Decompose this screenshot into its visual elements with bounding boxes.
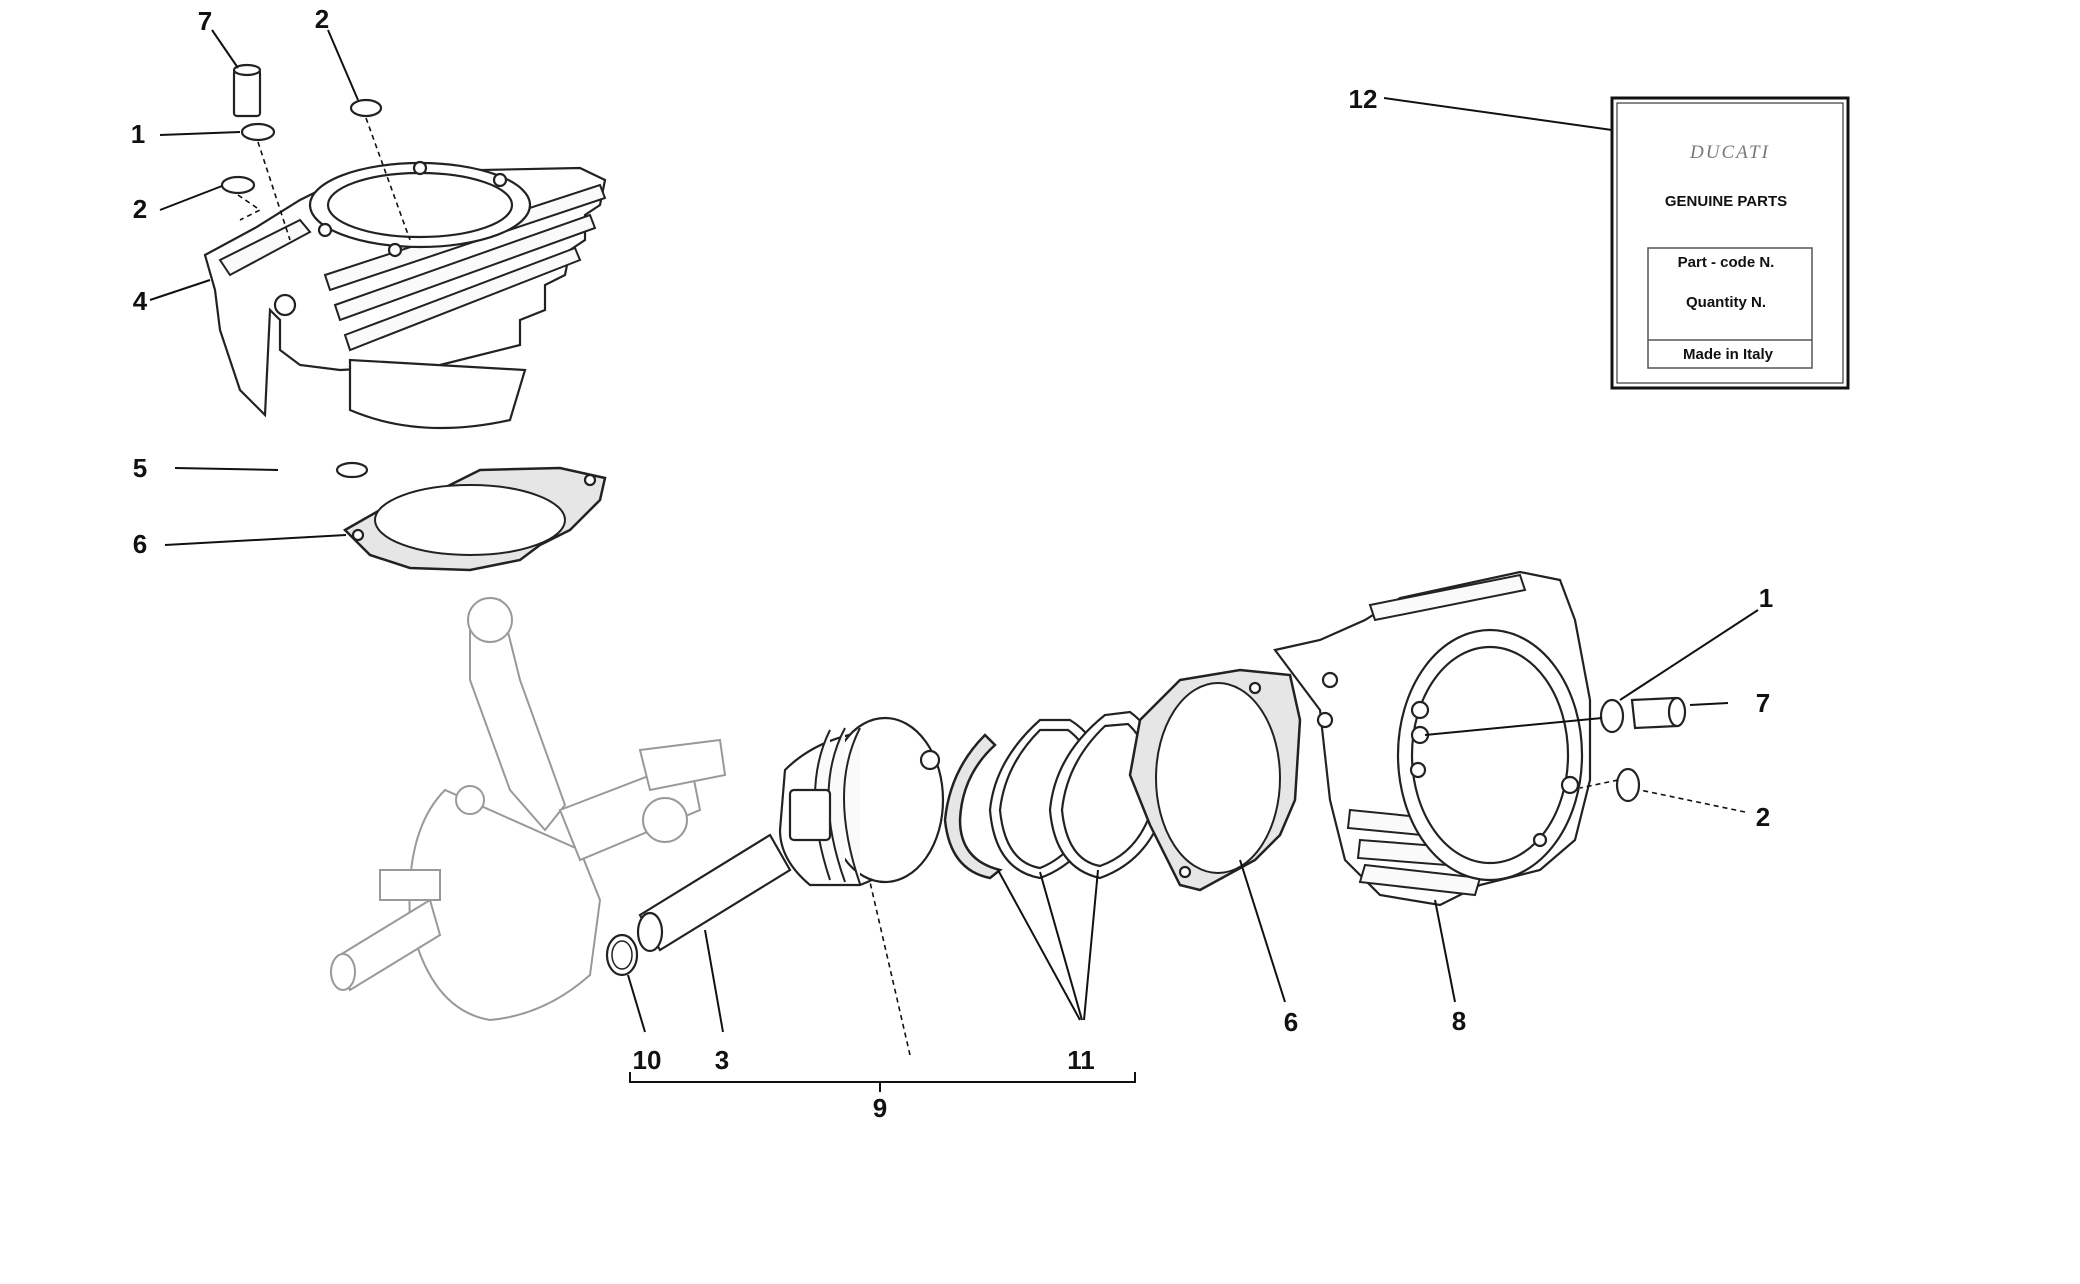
- wrist-pin: [636, 833, 792, 953]
- o-ring-top-right: [349, 98, 383, 118]
- leader-left-2: [159, 185, 223, 211]
- tag-logo: DUCATI: [1689, 142, 1770, 163]
- o-ring-bottom: [335, 461, 369, 479]
- leader-right-7: [1689, 702, 1729, 706]
- callout-top-2: 2: [315, 4, 329, 34]
- tag-quantity: Quantity N.: [1686, 294, 1766, 311]
- callout-right-7: 7: [1756, 688, 1770, 718]
- o-ring-right-lower: [1615, 767, 1641, 803]
- base-gasket-top: [342, 466, 607, 572]
- tag-title: GENUINE PARTS: [1665, 193, 1787, 210]
- leader-bottom-8: [1434, 899, 1456, 1003]
- leader-left-4: [149, 279, 211, 301]
- piston: [778, 716, 945, 887]
- cylinder-body-bottom: [1273, 570, 1592, 907]
- group-bracket: [629, 1072, 1136, 1092]
- o-ring-left: [220, 175, 256, 195]
- leader-bottom-3: [704, 929, 724, 1033]
- leader-left-1: [159, 131, 241, 136]
- leader-right-1: [1619, 609, 1759, 701]
- leader-bottom-11a: [997, 869, 1081, 1021]
- leader-top-2: [327, 29, 359, 101]
- leader-bottom-11b: [1039, 871, 1083, 1021]
- leader-bottom-6: [1239, 859, 1286, 1003]
- cylinder-body-top: [203, 160, 607, 430]
- callout-bottom-9: 9: [873, 1093, 887, 1123]
- callout-right-2: 2: [1756, 802, 1770, 832]
- upper-cylinder: [203, 63, 607, 572]
- leader-left-6: [164, 534, 347, 546]
- piston-rings: [943, 710, 1167, 880]
- leader-left-5: [174, 467, 279, 471]
- callout-left-6: 6: [133, 529, 147, 559]
- callout-bottom-10: 10: [633, 1045, 662, 1075]
- callout-left-1: 1: [131, 119, 145, 149]
- callout-bottom-8: 8: [1452, 1006, 1466, 1036]
- crankshaft-assembly: [330, 597, 727, 1022]
- callout-right-1: 1: [1759, 583, 1773, 613]
- callout-bottom-3: 3: [715, 1045, 729, 1075]
- tag-origin: Made in Italy: [1683, 346, 1774, 363]
- leader-label-12: [1383, 97, 1613, 131]
- dowel-pin-top: [232, 63, 262, 118]
- callout-bottom-6: 6: [1284, 1007, 1298, 1037]
- leader-bottom-11c: [1083, 869, 1099, 1021]
- callout-top-7: 7: [198, 6, 212, 36]
- genuine-parts-tag: DUCATI GENUINE PARTS Part - code N. Quan…: [1610, 96, 1850, 390]
- o-ring-top-left: [240, 122, 276, 142]
- callout-left-4: 4: [133, 286, 148, 316]
- leader-top-7: [211, 29, 239, 69]
- o-ring-right-upper: [1599, 698, 1625, 734]
- leader-bottom-10: [627, 974, 646, 1033]
- base-gasket-bottom: [1128, 668, 1302, 892]
- callout-bottom-11: 11: [1067, 1045, 1095, 1075]
- tag-part-code: Part - code N.: [1678, 254, 1775, 271]
- dowel-pin-right: [1630, 696, 1687, 730]
- leader-right-2: [1639, 789, 1746, 813]
- callout-left-5: 5: [133, 453, 147, 483]
- callout-left-2: 2: [133, 194, 147, 224]
- callout-label-12: 12: [1349, 84, 1378, 114]
